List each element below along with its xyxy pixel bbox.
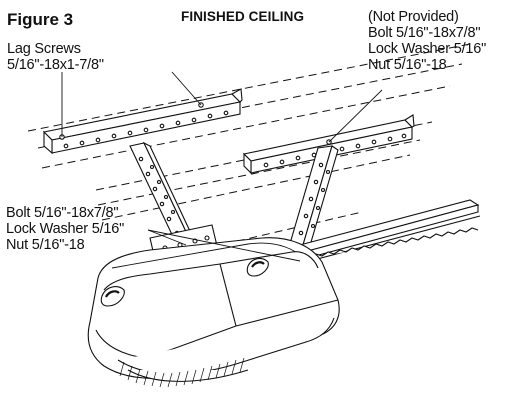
right-hanging-strap (283, 145, 339, 267)
lag-screws-callout: Lag Screws 5/16"-18x1-7/8" (7, 41, 104, 73)
not-provided-note: (Not Provided) (368, 9, 459, 25)
bracket-hardware-callout: Bolt 5/16"-18x7/8" Lock Washer 5/16" Nut… (6, 205, 124, 253)
not-provided-hardware-callout: (Not Provided) Bolt 5/16"-18x7/8" Lock W… (368, 9, 486, 73)
motor-head (87, 237, 340, 388)
lag-screws-name: Lag Screws (7, 41, 81, 57)
finished-ceiling-label: FINISHED CEILING (181, 9, 305, 24)
rail-with-chain (294, 199, 481, 263)
lag-screws-size: 5/16"-18x1-7/8" (7, 57, 104, 73)
not-provided-nut: Nut 5/16"-18 (368, 57, 447, 73)
not-provided-bolt: Bolt 5/16"-18x7/8" (368, 25, 481, 41)
callout-leaders (61, 71, 383, 262)
not-provided-lock-washer: Lock Washer 5/16" (368, 41, 487, 57)
figure-title: Figure 3 (7, 10, 74, 29)
bracket-bolt: Bolt 5/16"-18x7/8" (6, 205, 119, 221)
left-angle-bracket (42, 88, 243, 155)
bracket-lock-washer: Lock Washer 5/16" (6, 221, 125, 237)
bracket-nut: Nut 5/16"-18 (6, 237, 85, 253)
left-hanging-strap (129, 141, 198, 246)
